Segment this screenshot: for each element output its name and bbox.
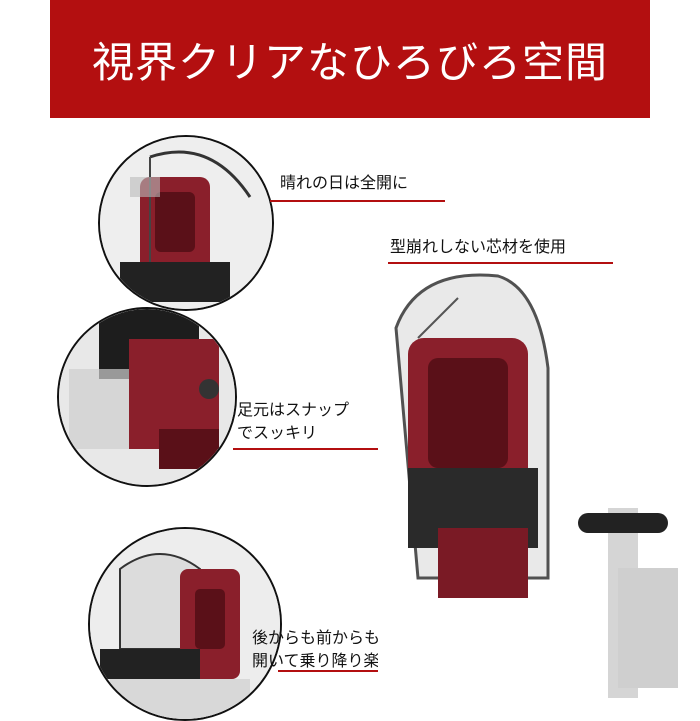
canopy-open-photo (98, 135, 274, 311)
callout-line-open (278, 670, 428, 672)
callout-sunny: 晴れの日は全開に (280, 173, 409, 192)
callout-line-core (388, 262, 613, 264)
callout-footrest-line2: でスッキリ (237, 423, 318, 442)
callout-open-line2: 開いて乗り降り楽々 (252, 651, 396, 670)
footrest-photo (57, 307, 237, 487)
callout-open-line1: 後からも前からも (252, 628, 381, 647)
main-product-image (378, 268, 700, 700)
side-entry-photo (88, 527, 282, 721)
title-banner: 視界クリアなひろびろ空間 (50, 0, 650, 118)
callout-line-sunny (270, 200, 445, 202)
callout-core: 型崩れしない芯材を使用 (390, 237, 567, 256)
banner-title: 視界クリアなひろびろ空間 (91, 37, 608, 87)
callout-line-footrest (233, 448, 388, 450)
callout-footrest-line1: 足元はスナップ (237, 400, 350, 419)
